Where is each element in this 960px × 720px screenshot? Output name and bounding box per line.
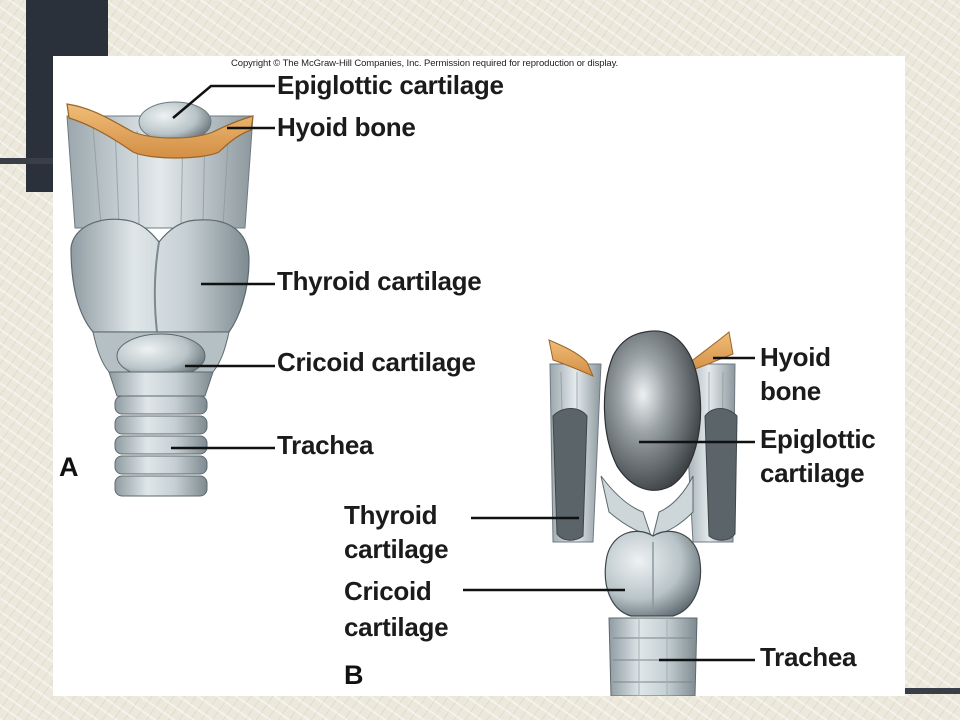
label-b-cricoid-line2: cartilage bbox=[344, 612, 449, 642]
decorative-bar-left bbox=[0, 158, 60, 164]
label-b-thyroid-line1: Thyroid bbox=[344, 500, 438, 530]
label-b-epiglottic-line1: Epiglottic bbox=[760, 424, 876, 454]
panel-letter-a: A bbox=[59, 452, 79, 482]
label-b-cricoid-line1: Cricoid bbox=[344, 576, 432, 606]
copyright-notice: Copyright © The McGraw-Hill Companies, I… bbox=[231, 58, 619, 69]
diagram-slide: Copyright © The McGraw-Hill Companies, I… bbox=[53, 56, 905, 696]
label-b-hyoid-line1: Hyoid bbox=[760, 342, 831, 372]
panel-a-leader-lines bbox=[171, 84, 275, 450]
panel-b-larynx-posterior-view bbox=[548, 330, 738, 696]
label-b-hyoid-line2: bone bbox=[760, 376, 821, 406]
label-b-epiglottic-line2: cartilage bbox=[760, 458, 865, 488]
panel-b-leader-lines bbox=[463, 356, 755, 662]
decorative-bar-right bbox=[905, 688, 960, 694]
label-a-thyroid-cartilage: Thyroid cartilage bbox=[277, 266, 482, 296]
panel-a-larynx-anterior-view bbox=[66, 101, 254, 497]
panel-letter-b: B bbox=[344, 660, 364, 690]
label-b-thyroid-line2: cartilage bbox=[344, 534, 449, 564]
label-b-trachea: Trachea bbox=[760, 642, 857, 672]
label-a-hyoid-bone: Hyoid bone bbox=[277, 112, 416, 142]
label-a-trachea: Trachea bbox=[277, 430, 374, 460]
label-a-epiglottic-cartilage: Epiglottic cartilage bbox=[277, 70, 504, 100]
larynx-illustration bbox=[66, 84, 755, 696]
label-a-cricoid-cartilage: Cricoid cartilage bbox=[277, 347, 476, 377]
